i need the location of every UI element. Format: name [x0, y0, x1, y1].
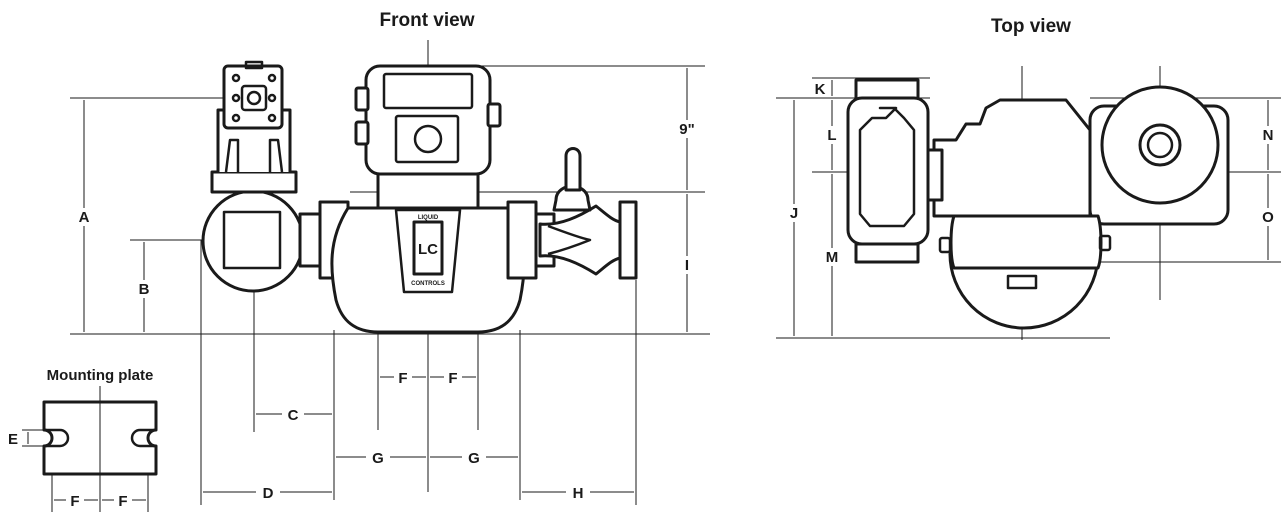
- dim-h-label: H: [573, 485, 584, 502]
- top-lug-left: [938, 236, 952, 254]
- dim-n-bg: [1258, 126, 1278, 144]
- dim-a-bg: [74, 208, 94, 226]
- dim-m-label: M: [826, 249, 839, 266]
- top-main-body: [932, 98, 1092, 218]
- dim-9in-label: 9": [679, 121, 694, 138]
- register-base: [210, 170, 298, 194]
- inlet-pipe: [298, 212, 322, 268]
- mounting-plate-slot-left: [44, 428, 70, 448]
- dim-m-bg: [822, 248, 842, 266]
- dim-f2-label: F: [448, 370, 457, 387]
- register-screw-1: [231, 73, 241, 83]
- register-screw-6: [267, 93, 277, 103]
- register-head: [222, 64, 284, 130]
- dim-i-bg: [678, 256, 696, 274]
- dim-b-label: B: [139, 281, 150, 298]
- strainer-dome: [564, 147, 582, 192]
- top-view: K L M J N O: [776, 66, 1281, 340]
- dim-9in-bg: [674, 120, 700, 138]
- register-screw-5: [231, 93, 241, 103]
- dim-g2-label: G: [468, 450, 480, 467]
- logo-bottom-text: CONTROLS: [411, 281, 445, 287]
- top-lug-right: [1098, 234, 1112, 252]
- dim-o-label: O: [1262, 209, 1274, 226]
- strainer-lines: [547, 224, 592, 256]
- mounting-plate-title: Mounting plate: [47, 367, 154, 384]
- dim-a-label: A: [79, 209, 90, 226]
- top-head-port-inner: [1146, 131, 1174, 159]
- head-port-plate: [394, 114, 460, 164]
- top-dome-tab: [1006, 274, 1038, 290]
- dim-d-label: D: [263, 485, 274, 502]
- dim-f1-label: F: [398, 370, 407, 387]
- dim-j-label: J: [790, 205, 798, 222]
- dim-o-bg: [1258, 208, 1278, 226]
- register-knob: [246, 90, 262, 106]
- top-head-port: [1138, 123, 1182, 167]
- dim-c-label: C: [288, 407, 299, 424]
- register-legs: [224, 138, 284, 173]
- top-body-band: [949, 214, 1103, 270]
- meter-nameplate: [394, 208, 462, 294]
- dim-g1-label: G: [372, 450, 384, 467]
- register-screw-2: [267, 73, 277, 83]
- register-screw-3: [231, 113, 241, 123]
- mounting-plate-slot-right: [130, 428, 156, 448]
- outlet-flange: [506, 200, 538, 280]
- dim-n-label: N: [1263, 127, 1274, 144]
- head-port: [413, 124, 443, 154]
- dim-pf2-label: F: [118, 493, 127, 510]
- head-lug-left-1: [354, 86, 370, 112]
- top-inlet-bottom-cap: [854, 242, 920, 264]
- meter-neck: [376, 170, 480, 210]
- head-display: [382, 72, 474, 110]
- top-inlet-pipe: [926, 148, 944, 202]
- top-dome: [948, 252, 1100, 330]
- logo-top-text: LIQUID: [418, 215, 439, 221]
- inlet-square-port: [222, 210, 282, 270]
- register-window: [240, 84, 268, 112]
- dim-l-label: L: [827, 127, 836, 144]
- dim-i-label: I: [685, 257, 689, 274]
- dim-l-bg: [822, 126, 842, 144]
- mounting-plate: E F F: [8, 386, 158, 512]
- top-view-title: Top view: [991, 16, 1071, 37]
- dim-k-label: K: [815, 81, 826, 98]
- front-view-title: Front view: [379, 10, 474, 31]
- outlet-end-flange: [618, 200, 638, 280]
- inlet-housing: [201, 189, 305, 293]
- dim-pf1-label: F: [70, 493, 79, 510]
- logo-box: [412, 220, 444, 276]
- front-view: LIQUID LC CONTROLS A B 9": [70, 40, 710, 505]
- head-lug-left-2: [354, 120, 370, 146]
- dim-j-bg: [784, 204, 804, 222]
- logo-mark: LC: [418, 241, 438, 258]
- dim-b-bg: [134, 280, 154, 298]
- register-screw-4: [267, 113, 277, 123]
- register-top-tab: [244, 60, 264, 70]
- dim-e-label: E: [8, 431, 18, 448]
- head-lug-right: [486, 102, 502, 128]
- top-inlet-inner: [858, 106, 916, 228]
